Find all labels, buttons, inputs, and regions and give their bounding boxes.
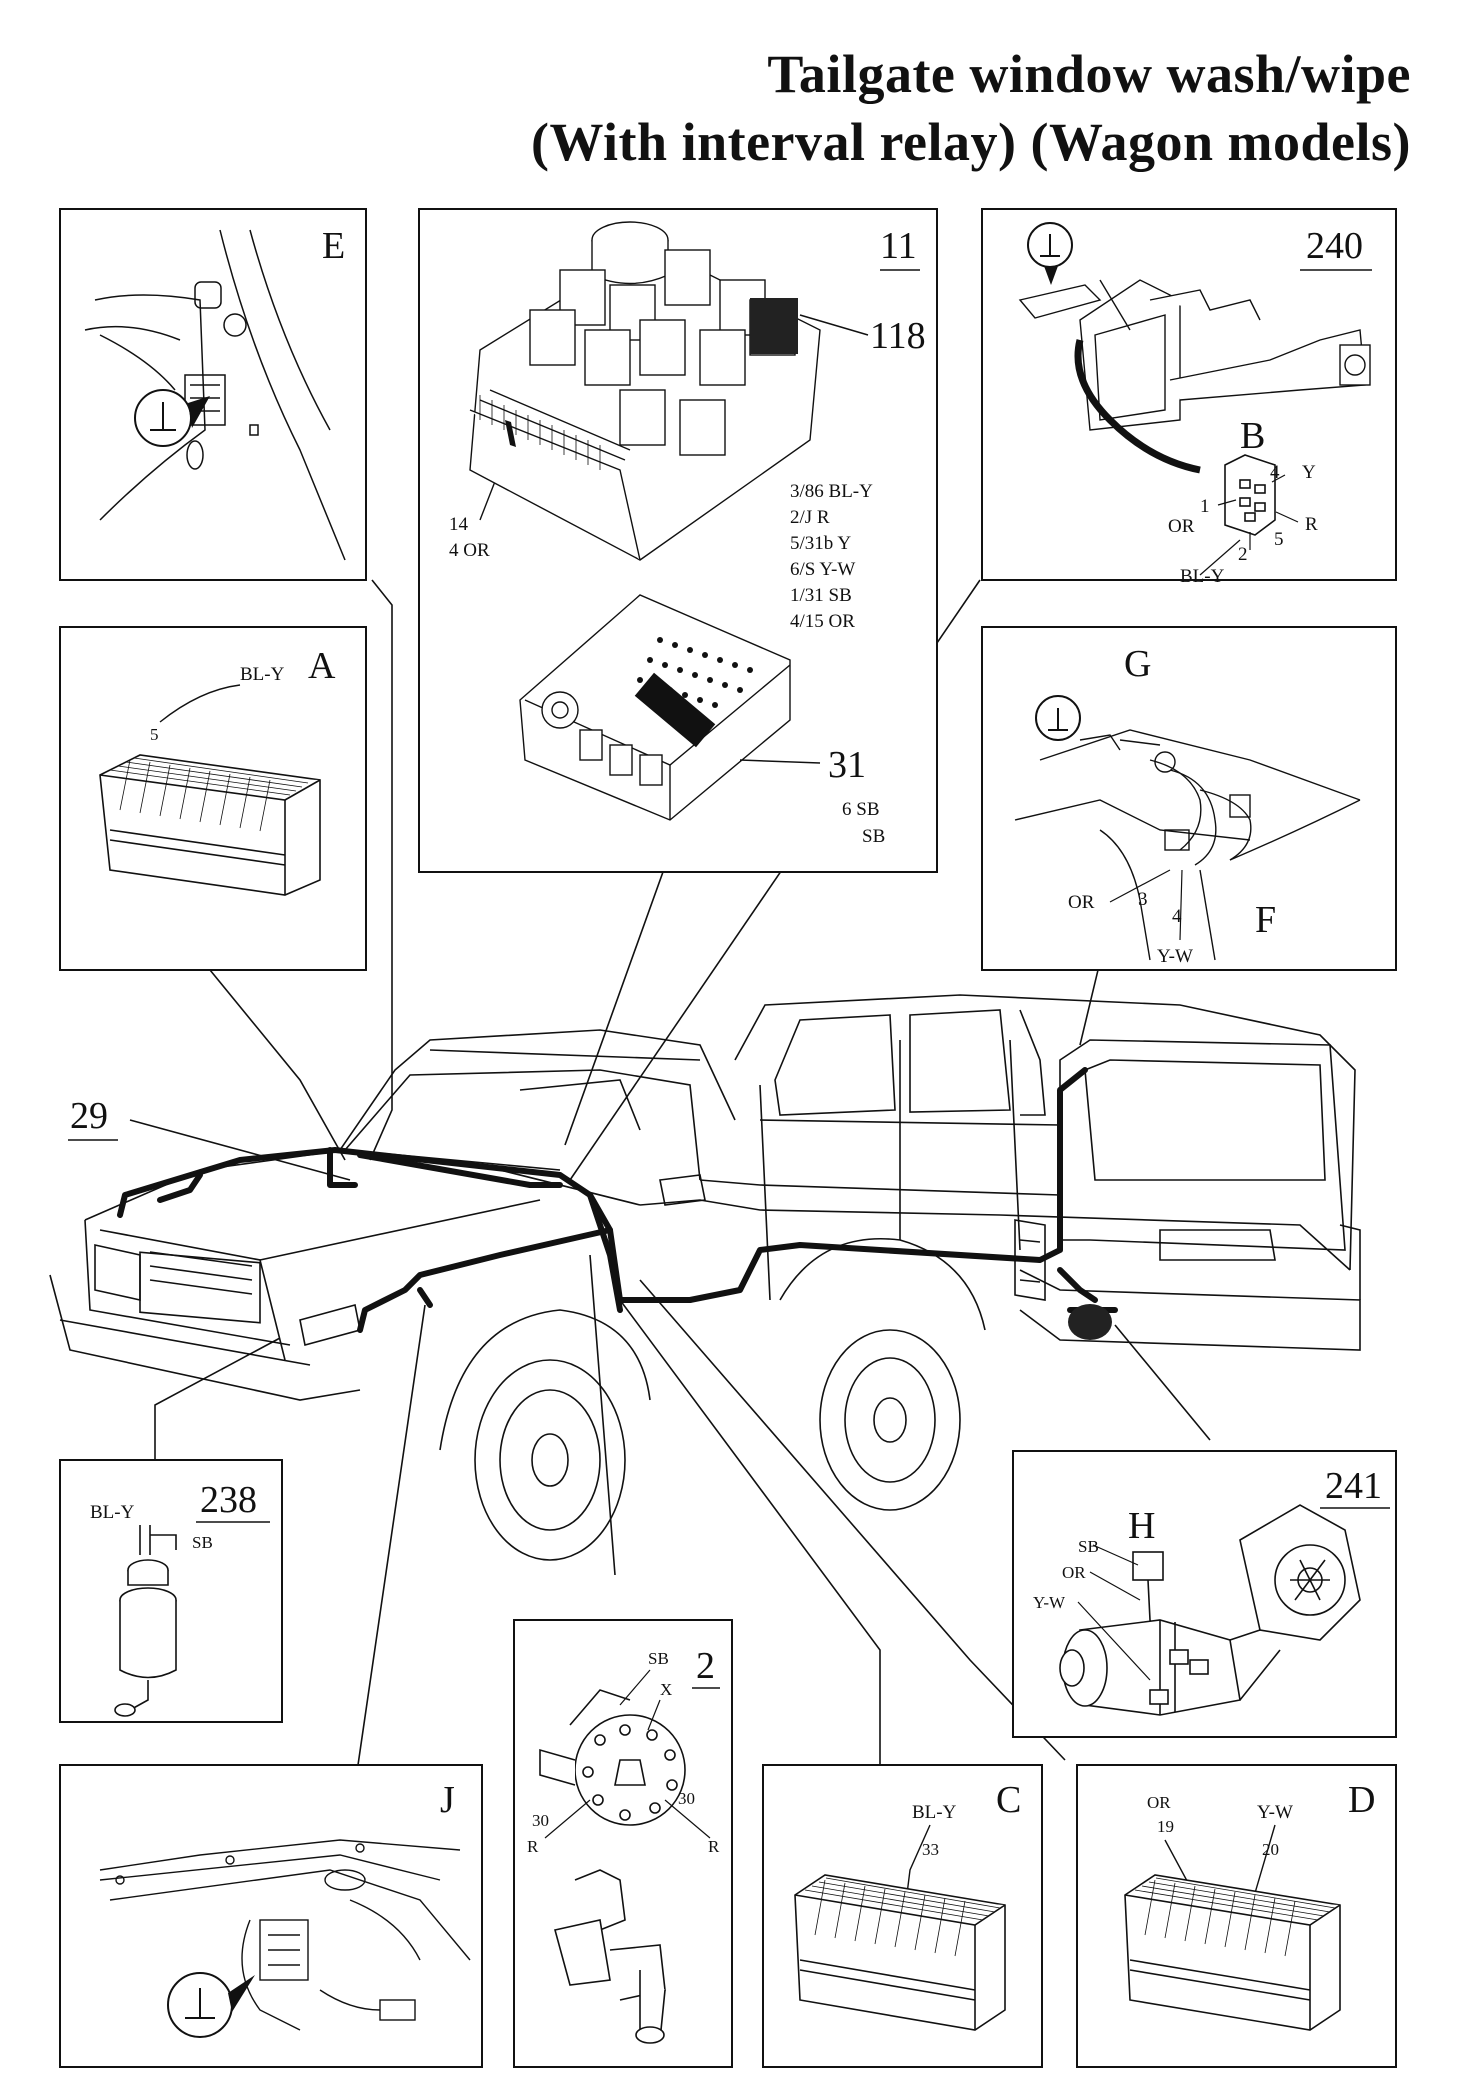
inset-2-pin-30-right: 30 [678, 1789, 695, 1808]
inset-240-pin-4: 4 [1270, 462, 1280, 483]
inset-e: E [59, 208, 367, 581]
inset-11-fusebox-wire-1: 6 SB [842, 799, 880, 820]
fusebox-pins [634, 637, 753, 748]
diagram-title-line1: Tailgate window wash/wipe [767, 44, 1411, 104]
inset-c-pin-label: 33 [922, 1840, 939, 1859]
inset-2-wire-r-right: R [708, 1837, 720, 1856]
inset-11-number: 11 [880, 225, 917, 267]
inset-240: 240 B 4 Y 1 OR R [981, 208, 1397, 587]
connector-grid [109, 757, 309, 832]
ignition-switch-drawing [539, 1689, 686, 2044]
connector-grid [1134, 1877, 1336, 1957]
wiper-switch-drawing [1018, 279, 1371, 431]
inset-11-pin-4: 6/S Y-W [790, 559, 855, 580]
inset-240-pin-2: 2 [1238, 544, 1248, 565]
inset-c-wire-label: BL-Y [912, 1802, 957, 1823]
inset-11-fusebox-ref: 31 [828, 744, 866, 786]
inset-d-wire-or: OR [1147, 1793, 1171, 1812]
car-drawing [49, 994, 1361, 1561]
inset-11-pin-5: 1/31 SB [790, 585, 852, 606]
ground-symbol [1035, 695, 1081, 741]
body-panel-drawing [84, 229, 346, 561]
inset-240-pin-1: 1 [1200, 496, 1210, 517]
inset-11-fusebox-wire-2: SB [862, 826, 885, 847]
wiper-motor-location [1068, 1304, 1112, 1340]
wiper-motor-drawing [1059, 1504, 1361, 1716]
inset-d-pin-20: 20 [1262, 1840, 1279, 1859]
inset-240-wire-4: Y [1302, 462, 1316, 483]
connector-drawing [1124, 1874, 1341, 2031]
inset-11-pin-3: 5/31b Y [790, 533, 851, 554]
inset-11-pin-6: 4/15 OR [790, 611, 855, 632]
inset-d: D OR 19 Y-W 20 [1076, 1764, 1397, 2068]
inset-11-pin-2: 2/J R [790, 507, 830, 528]
inset-gf-letter-f: F [1255, 899, 1276, 941]
inset-240-wire-2: BL-Y [1180, 566, 1225, 587]
inset-gf-letter-g: G [1124, 643, 1151, 685]
inset-a-wire-label: BL-Y [240, 664, 285, 685]
connector-drawing [99, 754, 321, 896]
harness-ref-29: 29 [70, 1095, 108, 1137]
connector-drawing [794, 1874, 1006, 2031]
inset-d-wire-yw: Y-W [1257, 1802, 1293, 1823]
inset-c: C BL-Y 33 [762, 1764, 1043, 2068]
inset-241-number: 241 [1325, 1465, 1382, 1507]
tailgate-corner-drawing [1014, 729, 1361, 961]
inset-2-pin-30-left: 30 [532, 1811, 549, 1830]
inset-2-pin-x: X [660, 1680, 672, 1699]
inset-a: A BL-Y 5 [59, 626, 367, 971]
inset-j-letter: J [440, 1779, 455, 1821]
inset-2: 2 SB X 30 R 30 R [513, 1619, 733, 2068]
inset-241-letter: H [1128, 1505, 1155, 1547]
inset-238-wire-2: SB [192, 1533, 213, 1552]
inset-241-wire-or: OR [1062, 1563, 1086, 1582]
inset-11-fuse-wire: 4 OR [449, 540, 490, 561]
inset-11-relay-ref: 118 [870, 315, 926, 357]
inset-gf-pin-3: 3 [1138, 889, 1148, 910]
inset-238-wire-1: BL-Y [90, 1502, 135, 1523]
inset-240-connector: B [1240, 415, 1265, 457]
fuse-strip [479, 395, 601, 470]
firewall-drawing [99, 1839, 471, 2031]
inset-241-wire-sb: SB [1078, 1537, 1099, 1556]
inset-gf-wire-or: OR [1068, 892, 1095, 913]
inset-240-wire-5: R [1305, 514, 1318, 535]
inset-238-number: 238 [200, 1479, 257, 1521]
inset-240-pin-5: 5 [1274, 529, 1284, 550]
inset-a-pin-label: 5 [150, 725, 159, 744]
relay-block-drawing [469, 221, 821, 561]
inset-11-pin-1: 3/86 BL-Y [790, 481, 873, 502]
inset-241-wire-yw: Y-W [1033, 1593, 1066, 1612]
inset-238: 238 BL-Y SB [59, 1459, 283, 1723]
leader-lines [154, 579, 1211, 1770]
inset-j: J [59, 1764, 483, 2068]
inset-gf: G F OR 3 4 Y-W [981, 626, 1397, 971]
connector-grid [804, 1877, 1001, 1957]
inset-c-letter: C [996, 1779, 1021, 1821]
inset-gf-pin-4: 4 [1172, 906, 1182, 927]
washer-pump-drawing [114, 1525, 177, 1717]
inset-d-pin-19: 19 [1157, 1817, 1174, 1836]
inset-2-number: 2 [696, 1645, 715, 1687]
inset-240-wire-1: OR [1168, 516, 1195, 537]
harness-29-leader [129, 1119, 351, 1181]
inset-2-wire-r-left: R [527, 1837, 539, 1856]
inset-d-letter: D [1348, 1779, 1375, 1821]
ground-symbol [167, 1972, 255, 2038]
diagram-title-line2: (With interval relay) (Wagon models) [531, 112, 1411, 172]
inset-240-number: 240 [1306, 225, 1363, 267]
inset-2-wire-sb: SB [648, 1649, 669, 1668]
inset-241: 241 H SB OR Y-W [1012, 1450, 1397, 1738]
ground-symbol [1027, 222, 1073, 285]
inset-e-letter: E [322, 225, 345, 267]
ground-symbol [134, 389, 210, 447]
inset-a-letter: A [308, 645, 336, 687]
inset-11-fuse-pin: 14 [449, 514, 469, 535]
inset-11: 11 118 14 4 OR 3/86 [418, 208, 938, 873]
relay-118 [750, 298, 798, 354]
wiring-harness [117, 1067, 1118, 1333]
connector-b [1224, 454, 1276, 536]
inset-gf-wire-yw: Y-W [1157, 946, 1193, 967]
